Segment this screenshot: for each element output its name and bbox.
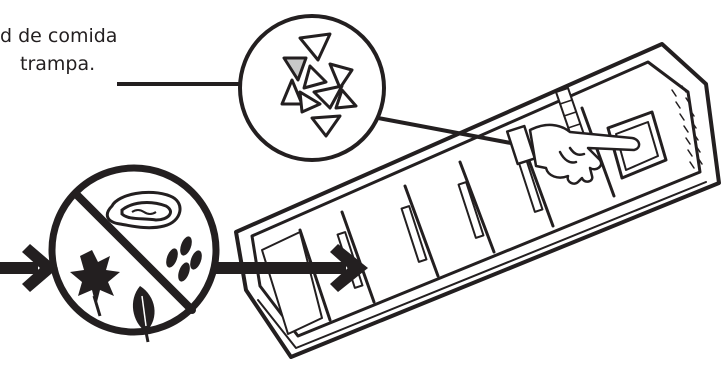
caption-line-1: d de comida [0, 25, 118, 47]
seeds-icon [166, 236, 202, 282]
magnifier-circle [238, 14, 386, 162]
leaf-icon [132, 286, 155, 343]
maple-leaf-icon [70, 250, 120, 317]
caption-line-2: trampa. [20, 53, 96, 75]
arrow-right-icon [0, 244, 58, 292]
hand-pointer-icon [505, 123, 641, 185]
meat-scrap-icon [105, 190, 182, 230]
arrow-right-icon [216, 244, 368, 292]
prohibited-food-icon [48, 164, 220, 343]
food-pellets-icon [280, 32, 358, 138]
